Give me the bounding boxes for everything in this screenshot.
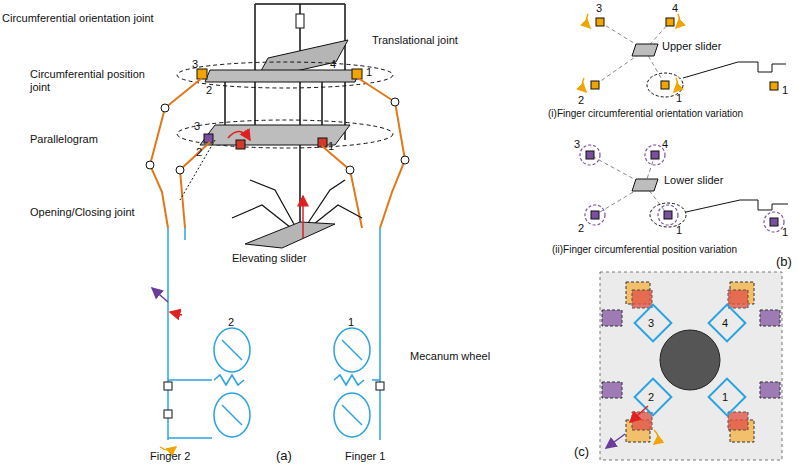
panel-label: (c)	[574, 444, 589, 459]
part-label: Mecanum wheel	[410, 350, 490, 363]
callout-number: 1	[366, 66, 372, 79]
part-label: Finger 2	[150, 450, 190, 463]
callout-number: 2	[196, 146, 202, 159]
part-label: Opening/Closing joint	[30, 206, 135, 219]
callout-number: 4	[330, 58, 336, 71]
callout-number: 3	[194, 120, 200, 133]
callout-number: 1	[676, 224, 682, 237]
callout-number: 2	[578, 94, 584, 107]
callout-number: 1	[676, 92, 682, 105]
callout-number: 3	[648, 317, 654, 330]
callout-number: 2	[228, 316, 234, 329]
part-label: Upper slider	[662, 40, 721, 53]
callout-number: 1	[782, 226, 788, 239]
callout-number: 1	[348, 316, 354, 329]
callout-number: 2	[578, 222, 584, 235]
caption: (ii)Finger circumferential position vari…	[552, 244, 737, 256]
callout-number: 3	[596, 2, 602, 15]
callout-number: 2	[648, 391, 654, 404]
part-label: Circumferential orientation joint	[2, 12, 154, 25]
panel-label: (a)	[276, 448, 292, 463]
caption: (i)Finger circumferential orientation va…	[548, 108, 743, 120]
panel-label: (b)	[776, 254, 792, 269]
callout-number: 2	[206, 84, 212, 97]
part-label: Finger 1	[345, 450, 385, 463]
part-label: Translational joint	[372, 34, 458, 47]
callout-number: 4	[722, 317, 728, 330]
callout-number: 3	[192, 58, 198, 71]
callout-number: 1	[328, 140, 334, 153]
part-label: Lower slider	[664, 174, 723, 187]
callout-number: 1	[782, 84, 788, 97]
callout-number: 1	[722, 391, 728, 404]
callout-number: 4	[662, 138, 668, 151]
callout-number: 3	[574, 138, 580, 151]
part-label: Circumferential position joint	[30, 68, 165, 94]
callout-number: 4	[672, 2, 678, 15]
part-label: Parallelogram	[30, 133, 98, 146]
part-label: Elevating slider	[232, 252, 307, 265]
